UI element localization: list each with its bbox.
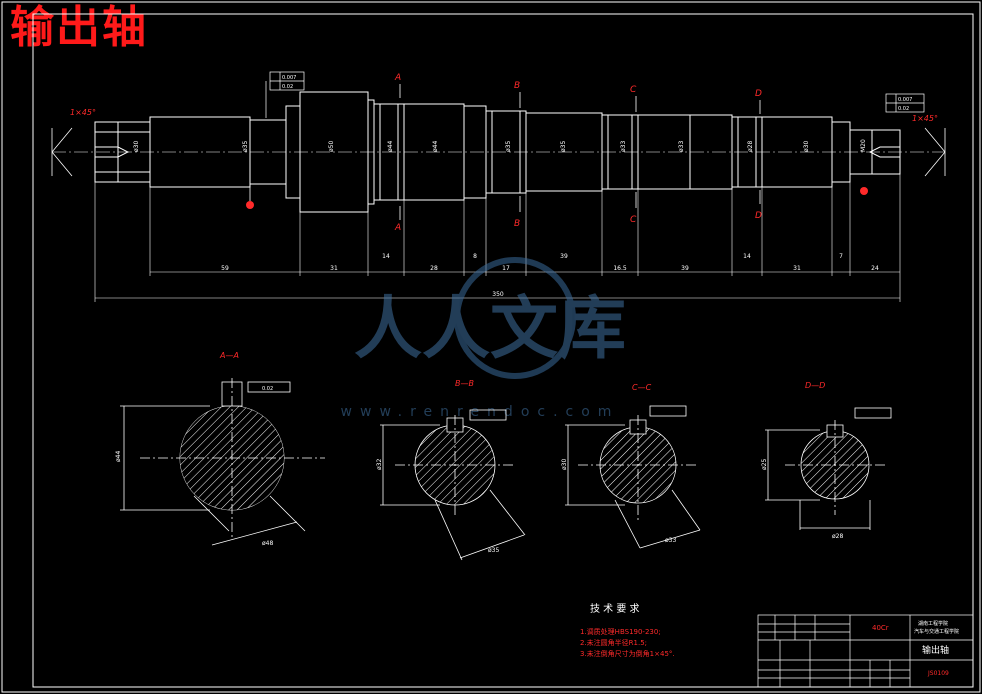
section-a-top: A	[394, 73, 401, 83]
view-aa-title: A—A	[219, 351, 239, 360]
view-cc-title: C—C	[632, 383, 652, 392]
chamfer-right: 1×45°	[912, 114, 938, 123]
svg-text:ø48: ø48	[262, 540, 273, 547]
dimension-lines	[94, 174, 901, 302]
svg-text:ø50: ø50	[328, 141, 335, 152]
svg-text:28: 28	[430, 265, 438, 272]
svg-text:ø30: ø30	[133, 141, 140, 152]
svg-text:ø33: ø33	[678, 141, 685, 152]
svg-text:ø44: ø44	[432, 141, 439, 152]
section-c-top: C	[630, 85, 637, 95]
svg-text:ø44: ø44	[387, 141, 394, 152]
svg-text:17: 17	[502, 265, 510, 272]
svg-text:ø33: ø33	[620, 141, 627, 152]
svg-text:ø28: ø28	[832, 533, 843, 540]
tech-item-3: 3.未注倒角尺寸为倒角1×45°.	[580, 649, 675, 658]
svg-text:350: 350	[492, 291, 504, 298]
datum-a-marker	[246, 201, 254, 209]
center-holes	[51, 127, 946, 177]
svg-text:ø35: ø35	[505, 141, 512, 152]
svg-text:M20: M20	[860, 139, 867, 152]
tolerance-frame-left	[265, 71, 305, 118]
svg-text:ø28: ø28	[747, 141, 754, 152]
section-a-bottom: A	[394, 223, 401, 233]
watermark-brand: 人人文库	[354, 290, 626, 369]
inner-frame	[32, 13, 974, 688]
tolerance-frame-right	[885, 93, 925, 113]
tech-item-2: 2.未注圆角半径R1.5;	[580, 638, 647, 647]
svg-text:ø44: ø44	[115, 451, 122, 462]
svg-text:7: 7	[839, 253, 843, 260]
view-dd-title: D—D	[805, 381, 825, 390]
svg-text:14: 14	[743, 253, 751, 260]
svg-text:39: 39	[681, 265, 689, 272]
section-d-bottom: D	[755, 211, 762, 221]
tb-name: 输出轴	[922, 644, 949, 656]
view-bb-title: B—B	[455, 379, 474, 388]
section-view-bb	[380, 409, 526, 561]
svg-text:31: 31	[793, 265, 801, 272]
section-c-bottom: C	[630, 215, 637, 225]
tech-heading: 技 术 要 求	[590, 602, 640, 615]
svg-text:ø25: ø25	[761, 459, 768, 470]
svg-text:ø33: ø33	[665, 537, 676, 544]
svg-text:ø32: ø32	[376, 459, 383, 470]
svg-text:0.007: 0.007	[898, 97, 912, 103]
svg-text:31: 31	[330, 265, 338, 272]
svg-text:ø35: ø35	[242, 141, 249, 152]
svg-text:24: 24	[871, 265, 879, 272]
section-view-dd	[765, 407, 892, 530]
section-d-top: D	[755, 89, 762, 99]
tech-item-1: 1.调质处理HBS190-230;	[580, 627, 661, 636]
chamfer-left: 1×45°	[70, 108, 96, 117]
section-b-top: B	[514, 81, 520, 91]
tb-material: 40Cr	[872, 624, 889, 632]
watermark: 人人文库 www.renrendoc.com	[341, 257, 626, 420]
svg-text:ø35: ø35	[488, 547, 499, 554]
svg-text:0.02: 0.02	[282, 84, 293, 90]
svg-text:ø30: ø30	[561, 459, 568, 470]
svg-text:0.02: 0.02	[898, 106, 909, 112]
svg-text:ø30: ø30	[803, 141, 810, 152]
svg-text:ø35: ø35	[560, 141, 567, 152]
svg-text:0.02: 0.02	[262, 386, 273, 392]
section-b-bottom: B	[514, 219, 520, 229]
svg-text:14: 14	[382, 253, 390, 260]
section-view-aa	[120, 378, 325, 546]
section-view-cc	[565, 405, 701, 549]
dimension-values: 59 31 14 28 8 17 39 16.5 39 14 31 7 24 3…	[221, 253, 879, 298]
datum-b-marker	[860, 187, 868, 195]
tb-school: 湖南工程学院	[918, 620, 948, 627]
svg-text:8: 8	[473, 253, 477, 260]
title-block	[757, 614, 974, 688]
svg-text:0.007: 0.007	[282, 75, 296, 81]
watermark-url: www.renrendoc.com	[341, 404, 620, 420]
svg-text:59: 59	[221, 265, 229, 272]
tb-dept: 汽车与交通工程学院	[914, 628, 959, 635]
section-markers: A A B B C C D D	[394, 73, 762, 233]
shaft-body	[94, 91, 901, 213]
svg-text:16.5: 16.5	[613, 265, 627, 272]
tb-drawing-no: JS0109	[927, 670, 949, 677]
diameter-labels: ø30 ø35 ø50 ø44 ø44 ø35 ø35 ø33 ø33 ø28 …	[133, 139, 867, 152]
svg-text:39: 39	[560, 253, 568, 260]
